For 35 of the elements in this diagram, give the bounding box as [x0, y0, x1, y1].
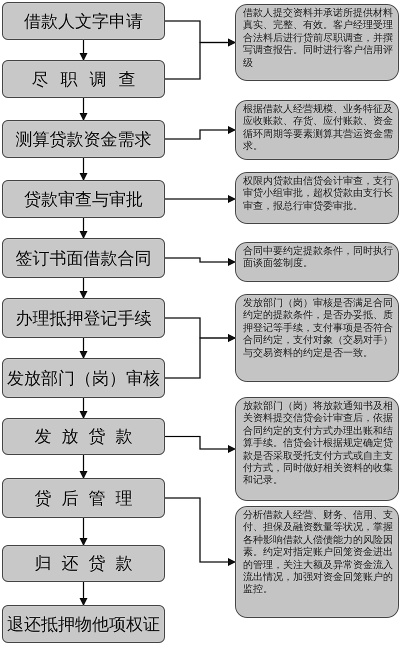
process-box: 发放部门（岗）审核: [2, 358, 165, 398]
arrow: [165, 334, 236, 379]
process-box: 测算贷款资金需求: [2, 120, 165, 158]
arrow: [165, 38, 236, 80]
arrow: [80, 158, 88, 181]
arrow: [80, 398, 88, 419]
arrow: [165, 126, 236, 140]
arrow: [165, 195, 236, 203]
arrow: [80, 455, 88, 479]
process-box: 退还抵押物他项权证: [2, 605, 165, 643]
arrow: [80, 582, 88, 606]
arrow: [80, 518, 88, 546]
process-box: 办理抵押登记手续: [2, 298, 165, 338]
note-box: 分析借款人经营、财务、信用、支付、担保及融资数量等状况，掌握各种影响借款人偿债能力的风险因素。约定对指定账户回笼资金进出的管理，关注大额及异常资金流入流出情况，加强对资金回笼账户的监控。: [235, 506, 399, 618]
note-box: 发放部门（岗）审核是否满足合同约定的提款条件，是否办妥抵、质押登记等手续，支付事项是否符合合同约定，支付对象（交易对手）与交易资料的约定是否一致。: [235, 294, 399, 382]
arrow: [165, 497, 236, 566]
arrow: [80, 338, 88, 359]
process-box: 贷款审查与审批: [2, 180, 165, 218]
arrow: [80, 40, 88, 61]
process-box: 尽职调查: [2, 60, 165, 98]
note-box: 放款部门（岗）将放款通知书及相关资料提交信贷会计审查后，依据合同约定的支付方式办理出账和结算手续。信贷会计根据规定确定贷款是否采取受托支付方式或自主支付方式，同时做好相关资料的收集和记录。: [235, 397, 399, 501]
note-box: 权限内贷款由信贷会计审查，支行审贷小组审批，超权贷款由支行长审查，报总行审贷委审批。: [235, 172, 399, 224]
note-box: 合同中要约定提款条件，同时执行面谈面签制度。: [235, 242, 399, 282]
arrow: [165, 257, 236, 266]
note-box: 借款人提交资料并承诺所提供材料真实、完整、有效。客户经理受理合法料后进行贷前尽职调查，并撰写调查报告。同时进行客户信用评级: [235, 4, 399, 81]
arrow: [80, 278, 88, 299]
arrow: [80, 218, 88, 239]
note-box: 根据借款人经营规模、业务特征及应收账款、存货、应付账款、资金循环周期等要素测算其营运资金需求。: [235, 100, 399, 160]
arrow: [165, 436, 236, 453]
process-box: 签订书面借款合同: [2, 238, 165, 278]
process-box: 归还贷款: [2, 545, 165, 582]
process-box: 借款人文字申请: [2, 2, 165, 40]
arrow: [80, 98, 88, 121]
process-box: 发放贷款: [2, 418, 165, 455]
process-box: 贷后管理: [2, 478, 165, 518]
